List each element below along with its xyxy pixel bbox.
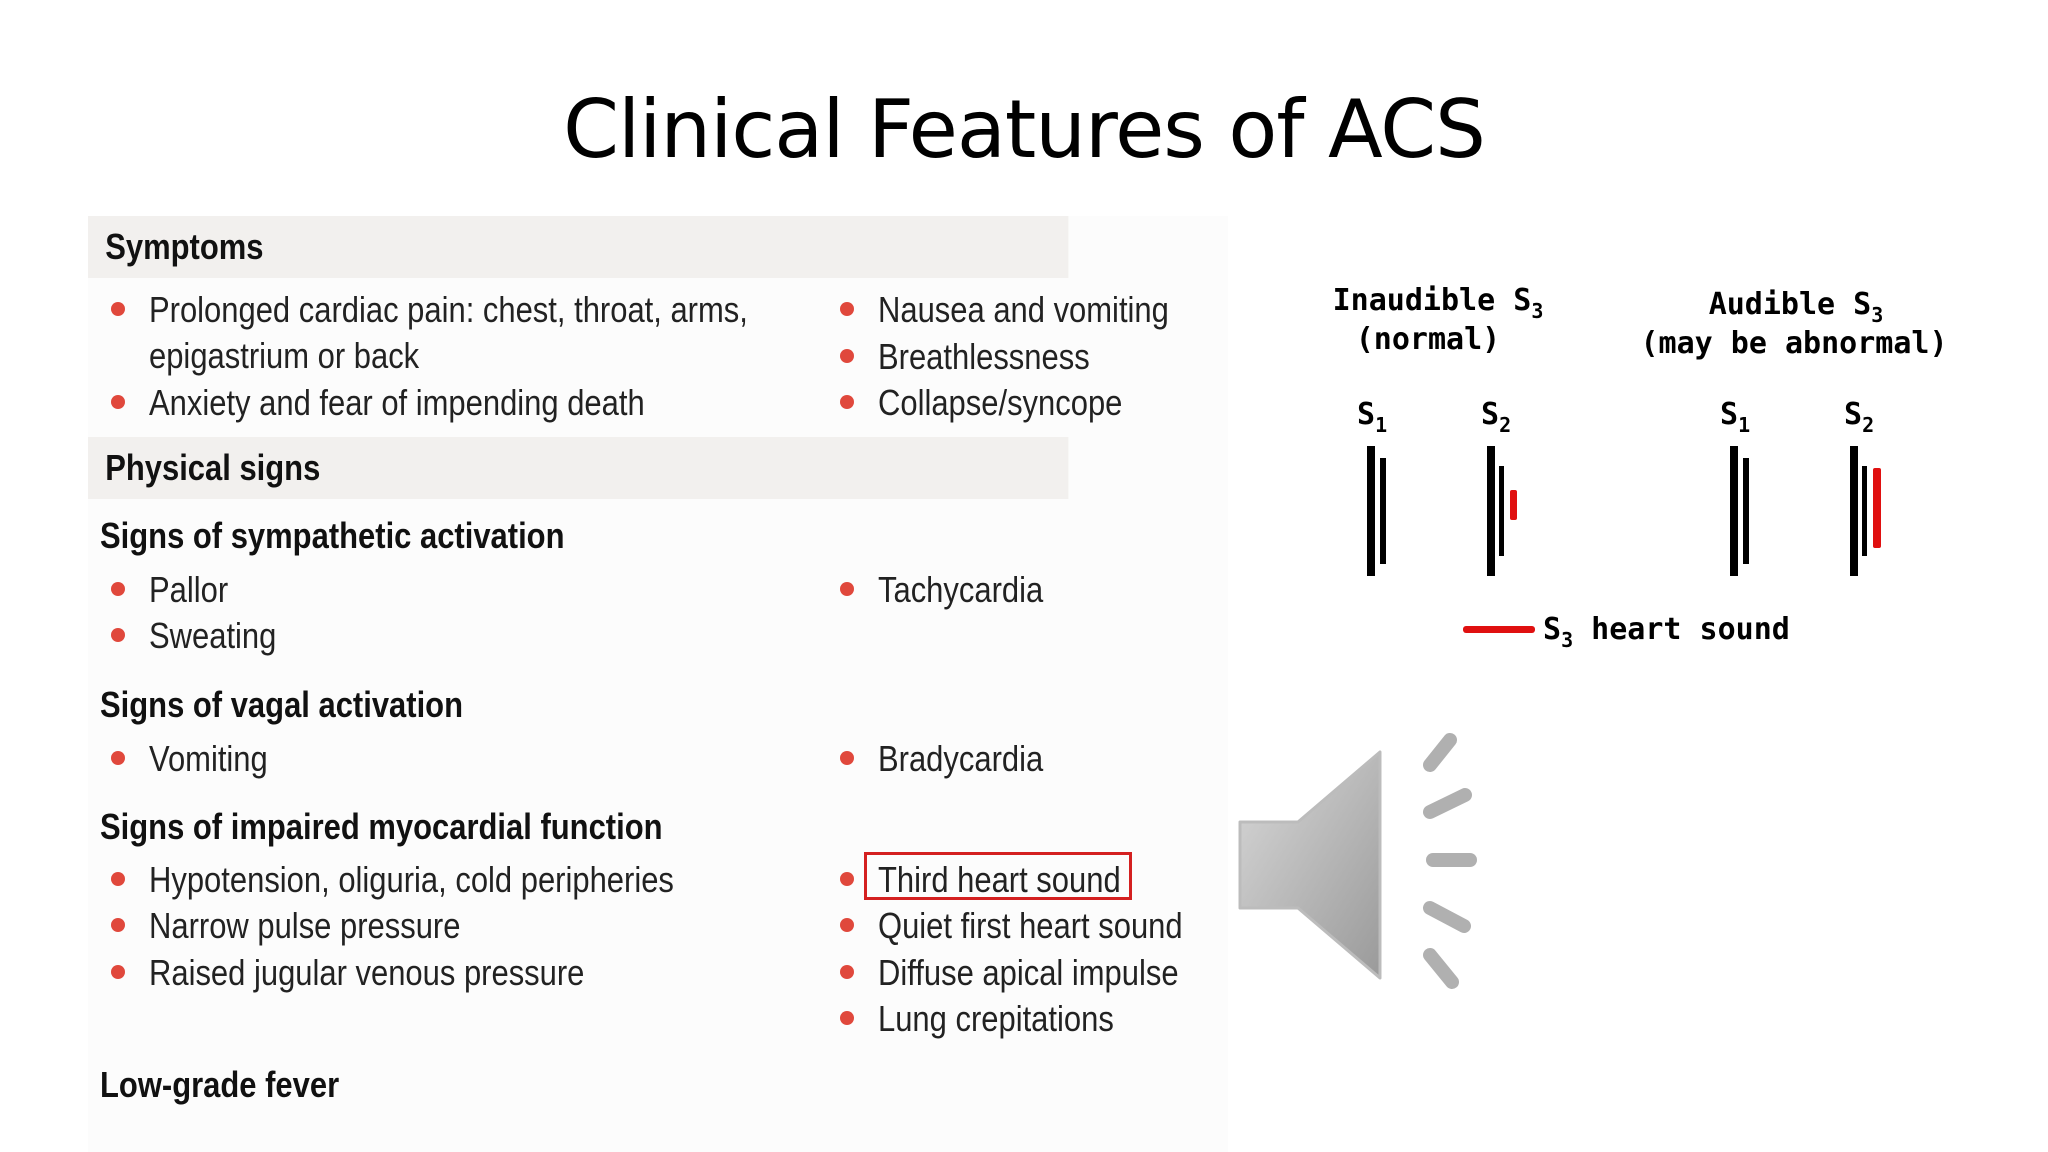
sign-item: Sweating: [149, 615, 277, 656]
fever-heading: Low-grade fever: [100, 1064, 340, 1105]
bullet-dot: [111, 395, 125, 409]
s2-label: S2: [1844, 397, 1874, 437]
bullet-dot: [111, 628, 125, 642]
bullet-dot: [840, 349, 854, 363]
inaudible-title: Inaudible S3: [1333, 283, 1544, 323]
sign-item: Pallor: [149, 569, 229, 610]
bullet-dot: [111, 872, 125, 886]
s2-waveform: [1862, 466, 1867, 556]
inaudible-note: (normal): [1356, 322, 1501, 357]
myocardial-heading: Signs of impaired myocardial function: [100, 806, 663, 847]
sign-item: Tachycardia: [878, 569, 1044, 610]
features-table: [88, 216, 1228, 1152]
s1-label: S1: [1720, 397, 1750, 437]
bullet-dot: [840, 965, 854, 979]
bullet-dot: [840, 872, 854, 886]
physical-signs-heading: Physical signs: [88, 437, 1069, 499]
s1-label: S1: [1357, 397, 1387, 437]
symptom-item-continued: epigastrium or back: [149, 335, 420, 376]
sign-item: Vomiting: [149, 738, 268, 779]
sign-item: Narrow pulse pressure: [149, 905, 461, 946]
s3-legend-swatch: [1463, 626, 1535, 633]
bullet-dot: [111, 918, 125, 932]
slide-title: Clinical Features of ACS: [563, 83, 1486, 176]
bullet-dot: [111, 302, 125, 316]
bullet-dot: [840, 918, 854, 932]
speaker-volume-icon[interactable]: [1230, 720, 1550, 1020]
bullet-dot: [840, 1011, 854, 1025]
vagal-heading: Signs of vagal activation: [100, 684, 464, 725]
s1-waveform: [1380, 458, 1386, 564]
sign-item: Quiet first heart sound: [878, 905, 1183, 946]
symptom-item: Nausea and vomiting: [878, 289, 1169, 330]
audible-note: (may be abnormal): [1640, 326, 1947, 361]
s2-waveform: [1499, 466, 1504, 556]
s2-waveform: [1850, 446, 1858, 576]
s1-waveform: [1367, 446, 1375, 576]
bullet-dot: [111, 582, 125, 596]
s1-waveform: [1743, 458, 1749, 564]
sign-item: Raised jugular venous pressure: [149, 952, 585, 993]
bullet-dot: [111, 965, 125, 979]
s2-label: S2: [1481, 397, 1511, 437]
s3-legend-label: S3 heart sound: [1543, 612, 1790, 652]
bullet-dot: [840, 302, 854, 316]
sign-item: Hypotension, oliguria, cold peripheries: [149, 859, 674, 900]
highlight-box: [864, 852, 1132, 900]
bullet-dot: [840, 582, 854, 596]
symptom-item: Collapse/syncope: [878, 382, 1123, 423]
s2-waveform: [1487, 446, 1495, 576]
symptoms-heading: Symptoms: [88, 216, 1069, 278]
heart-sound-diagram: Inaudible S3 (normal) Audible S3 (may be…: [1333, 283, 1948, 652]
sign-item: Lung crepitations: [878, 998, 1114, 1039]
sign-item-highlighted: Third heart sound: [878, 859, 1121, 900]
bullet-dot: [840, 751, 854, 765]
sign-item: Diffuse apical impulse: [878, 952, 1179, 993]
bullet-dot: [111, 751, 125, 765]
s1-waveform: [1730, 446, 1738, 576]
audible-title: Audible S3: [1709, 287, 1884, 327]
symptom-item: Anxiety and fear of impending death: [149, 382, 645, 423]
sign-item: Bradycardia: [878, 738, 1044, 779]
bullet-dot: [840, 395, 854, 409]
sympathetic-heading: Signs of sympathetic activation: [100, 515, 565, 556]
s3-waveform: [1510, 490, 1517, 520]
s3-waveform: [1873, 468, 1881, 548]
symptom-item: Prolonged cardiac pain: chest, throat, a…: [149, 289, 748, 330]
symptom-item: Breathlessness: [878, 336, 1090, 377]
